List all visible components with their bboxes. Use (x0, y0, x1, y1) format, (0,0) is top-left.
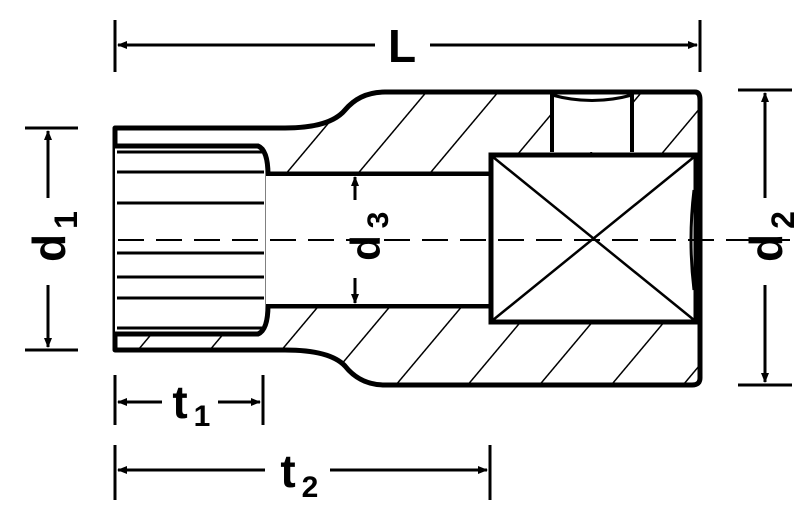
svg-text:1: 1 (48, 211, 84, 229)
svg-text:1: 1 (194, 400, 211, 433)
label-t2: t 2 (280, 445, 318, 504)
svg-text:d: d (23, 234, 75, 262)
svg-text:2: 2 (765, 211, 800, 229)
dimension-d2 (738, 88, 792, 387)
square-diagonals (492, 156, 695, 321)
svg-text:3: 3 (362, 212, 395, 229)
svg-text:2: 2 (302, 471, 319, 504)
socket-outline (112, 89, 703, 388)
label-d3: d 3 (342, 212, 395, 261)
dimension-d1 (25, 126, 78, 352)
dimension-L (113, 20, 702, 72)
svg-text:d: d (342, 235, 389, 261)
label-d1: d 1 (23, 211, 84, 262)
svg-text:d: d (740, 234, 792, 262)
inner-bore (268, 171, 490, 309)
svg-text:t: t (280, 445, 295, 497)
label-d2: d 2 (740, 211, 800, 262)
spline-grooves (117, 150, 264, 330)
label-t1: t 1 (172, 376, 210, 433)
dimension-t1 (113, 375, 265, 425)
dimension-t2 (113, 445, 492, 500)
wall-hatching (115, 92, 698, 383)
label-L: L (388, 20, 416, 72)
svg-text:t: t (172, 376, 187, 428)
